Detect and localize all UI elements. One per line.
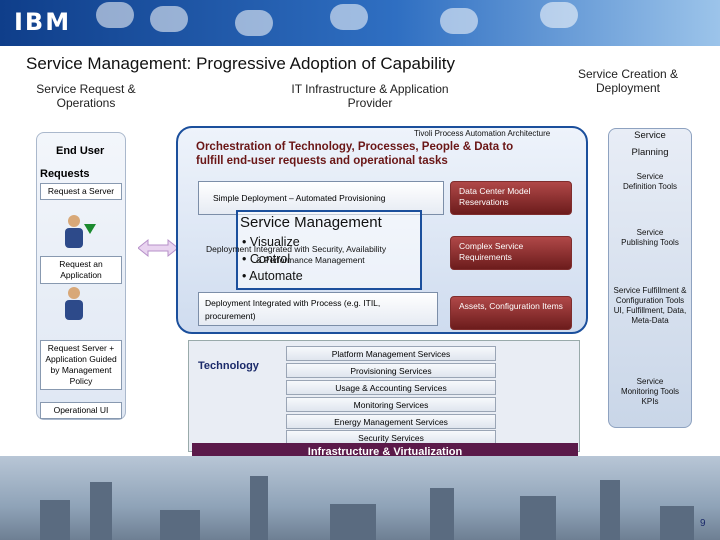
service-item: Monitoring Services (286, 397, 496, 412)
deploy-security-text: Deployment Integrated with Security, Ava… (206, 244, 387, 254)
service-item: Platform Management Services (286, 346, 496, 361)
monitoring-tools: Service Monitoring Tools KPIs (620, 377, 680, 406)
down-arrow-icon (84, 224, 96, 234)
service-management-box (236, 210, 422, 290)
column-middle-title: IT Infrastructure & Application Provider (291, 82, 449, 110)
double-arrow-icon (138, 238, 178, 258)
orchestration-text: Orchestration of Technology, Processes, … (196, 141, 514, 167)
request-server-item: Request a Server (40, 183, 122, 200)
simple-deployment-box: Simple Deployment – Automated Provisioni… (198, 181, 444, 215)
planning-label: Planning (631, 147, 669, 158)
technology-label: Technology (198, 360, 259, 372)
fulfillment-tools: Service Fulfillment & Configuration Tool… (613, 286, 687, 325)
page-number: 9 (700, 518, 706, 529)
column-right-title: Service Creation & Deployment (577, 67, 679, 95)
service-label: Service (634, 130, 666, 141)
bullet-automate: • Automate (242, 269, 303, 283)
cloud-decor (150, 6, 188, 32)
cloud-decor (440, 8, 478, 34)
request-guided-item: Request Server + Application Guided by M… (40, 340, 122, 390)
cloud-decor (96, 2, 134, 28)
person-icon (65, 215, 83, 248)
request-application-item: Request an Application (40, 256, 122, 284)
operational-ui-item: Operational UI (40, 402, 122, 419)
cloud-decor (330, 4, 368, 30)
ibm-logo: IBM (14, 8, 72, 36)
service-item: Usage & Accounting Services (286, 380, 496, 395)
simple-deployment-label: Simple Deployment – Automated Provisioni… (213, 193, 386, 203)
service-item: Provisioning Services (286, 363, 496, 378)
cloud-decor (235, 10, 273, 36)
deploy-process-box: Deployment Integrated with Process (e.g.… (198, 292, 438, 326)
publishing-tools: Service Publishing Tools (621, 228, 679, 247)
bullet-visualize: • Visualize (242, 235, 300, 249)
requests-label: Requests (40, 168, 90, 180)
column-left-title: Service Request & Operations (36, 82, 136, 110)
definition-tools: Service Definition Tools (622, 172, 678, 191)
page-title: Service Management: Progressive Adoption… (26, 54, 456, 73)
cloud-decor (540, 2, 578, 28)
red-box-1: Data Center Model Reservations (450, 181, 572, 215)
bullet-control: • Control (242, 252, 291, 266)
person-icon (65, 287, 83, 320)
deploy-perf-text: & Performance Management (256, 255, 365, 265)
service-item: Energy Management Services (286, 414, 496, 429)
red-box-3: Assets, Configuration Items (450, 296, 572, 330)
service-management-title: Service Management (240, 214, 382, 231)
end-user-label: End User (56, 145, 105, 157)
red-box-2: Complex Service Requirements (450, 236, 572, 270)
tpaa-label: Tivoli Process Automation Architecture (414, 129, 551, 138)
city-skyline (0, 456, 720, 540)
right-panel (608, 128, 692, 428)
